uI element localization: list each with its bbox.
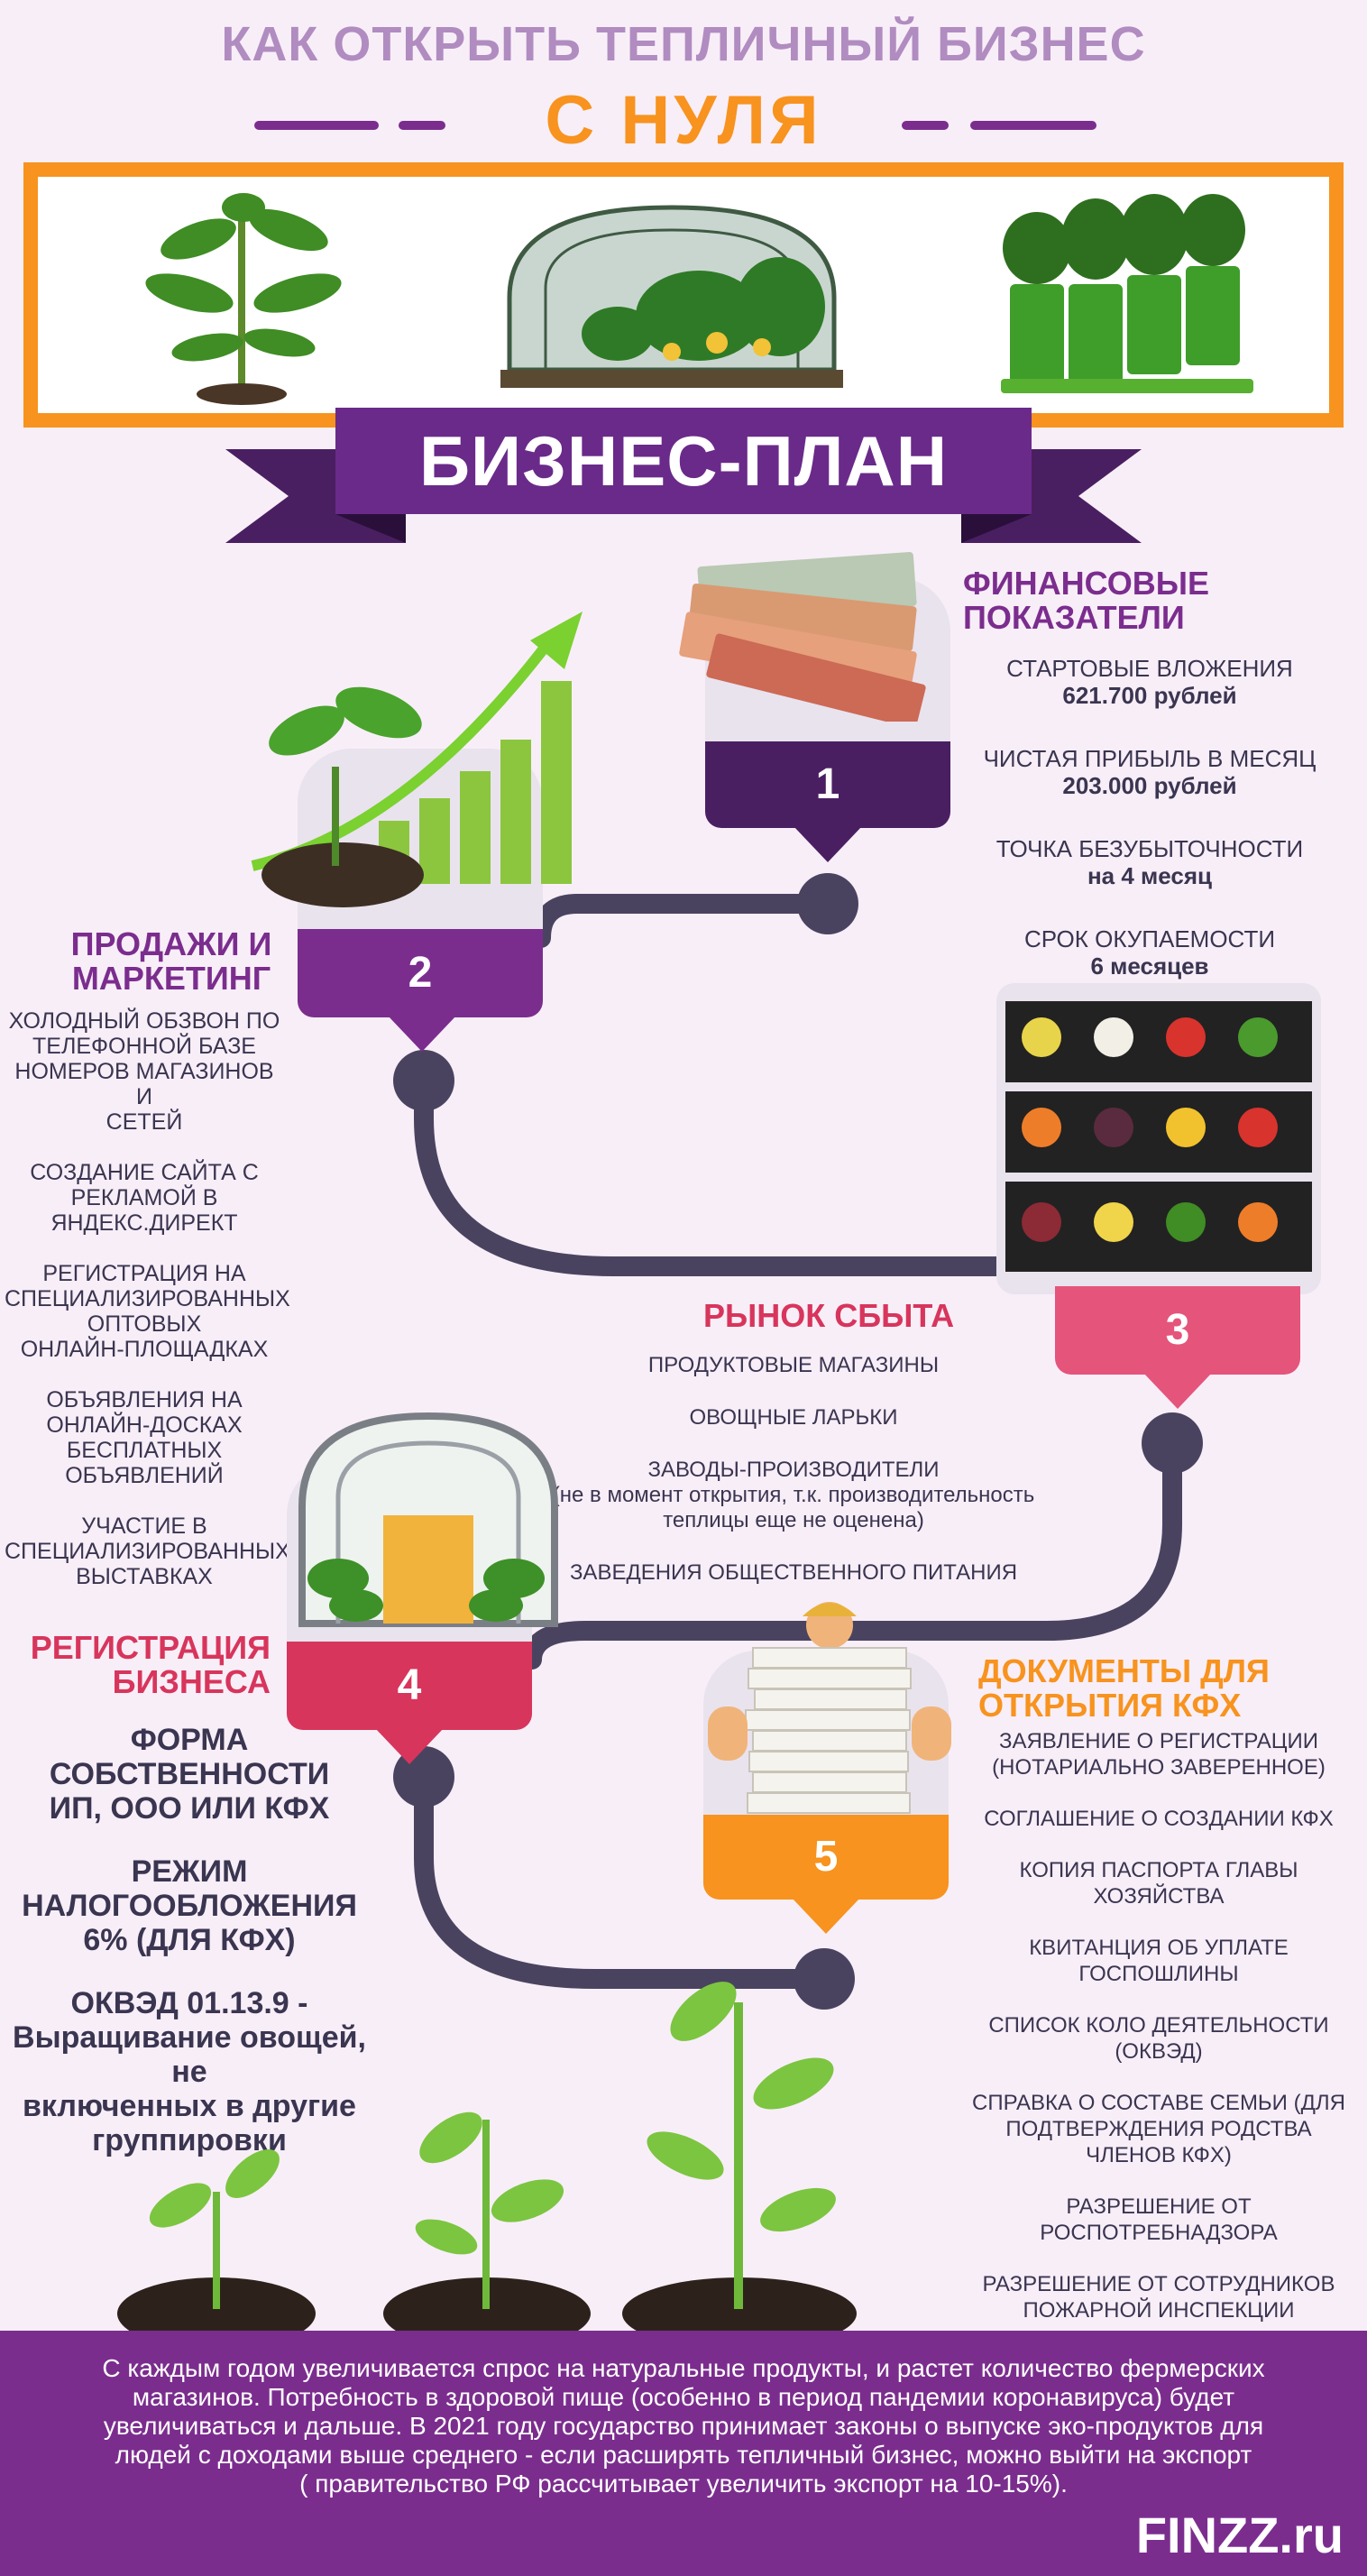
section-banner: БИЗНЕС-ПЛАН: [335, 408, 1032, 514]
step4-number: 4: [287, 1642, 532, 1730]
decor-dash: [254, 121, 379, 130]
tomato-plant-icon: [145, 193, 342, 405]
step1-pointer: [794, 826, 862, 862]
step2-pointer: [388, 1016, 456, 1052]
vegetable-rack-icon: [996, 983, 1321, 1294]
step3-title: РЫНОК СБЫТА: [703, 1297, 955, 1334]
footer-text: С каждым годом увеличивается спрос на на…: [102, 2354, 1265, 2498]
step4-pointer: [375, 1728, 444, 1764]
greenhouse-icon: [500, 205, 843, 388]
step5-pointer: [792, 1898, 860, 1934]
step3-pointer: [1143, 1373, 1212, 1409]
page-title-line2: С НУЛЯ: [545, 82, 822, 159]
step1-number: 1: [705, 741, 950, 828]
step5-number: 5: [703, 1815, 949, 1900]
footer-band: [0, 2331, 1367, 2576]
sprout-icon: [622, 1982, 857, 2332]
step5-list: ЗАЯВЛЕНИЕ О РЕГИСТРАЦИИ(НОТАРИАЛЬНО ЗАВЕ…: [972, 1729, 1345, 2323]
step3-list: ПРОДУКТОВЫЕ МАГАЗИНЫ ОВОЩНЫЕ ЛАРЬКИ ЗАВО…: [552, 1353, 1035, 1585]
decor-dash: [399, 121, 445, 130]
brand-logo[interactable]: FINZZ.ru: [1135, 2507, 1344, 2563]
seedling-pots-icon: [1001, 194, 1253, 393]
step3-number: 3: [1055, 1286, 1300, 1375]
growth-chart-icon: [251, 612, 583, 907]
greenhouse-frame-icon: [298, 1412, 558, 1627]
decor-dash: [902, 121, 949, 130]
page-title-line1: КАК ОТКРЫТЬ ТЕПЛИЧНЫЙ БИЗНЕС: [221, 17, 1146, 71]
step2-number: 2: [298, 929, 543, 1017]
decor-dash: [970, 121, 1096, 130]
money-stack-icon: [679, 551, 926, 722]
paper-stack-person-icon: [708, 1602, 951, 1814]
sprout-icon: [117, 2149, 316, 2332]
sprout-icon: [383, 2111, 591, 2332]
